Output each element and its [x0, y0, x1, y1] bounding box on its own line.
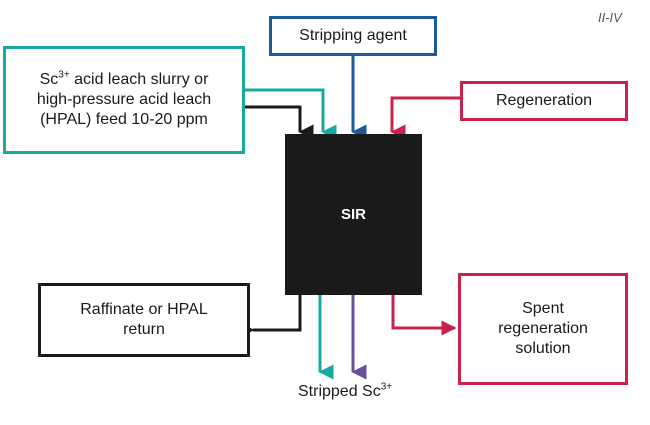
raffinate-box: Raffinate or HPAL return: [38, 283, 250, 357]
figure-label: II-IV: [598, 10, 622, 25]
regeneration-box: Regeneration: [460, 81, 628, 121]
feed-to-sir-teal-arrow: [245, 88, 337, 140]
sir-label: SIR: [340, 205, 366, 223]
raffinate-return-arrow: [239, 294, 302, 338]
sir-box: SIR: [285, 134, 422, 295]
regeneration-label: Regeneration: [495, 92, 593, 109]
spent-regeneration-arrow: [391, 294, 457, 336]
stripping-agent-box: Stripping agent: [269, 16, 437, 56]
stripped-output-label: Stripped Sc3+: [298, 381, 393, 400]
feed-text: Sc3+ acid leach slurry or high-pressure …: [36, 69, 212, 128]
feed-to-sir-black-arrow: [245, 105, 314, 140]
feed-box: Sc3+ acid leach slurry or high-pressure …: [3, 46, 245, 154]
regeneration-arrow: [390, 96, 462, 140]
stripping-agent-label: Stripping agent: [299, 27, 407, 44]
spent-regeneration-box: Spent regeneration solution: [458, 273, 628, 385]
spent-regeneration-label: Spent regeneration solution: [498, 300, 588, 357]
raffinate-label: Raffinate or HPAL return: [80, 301, 208, 338]
